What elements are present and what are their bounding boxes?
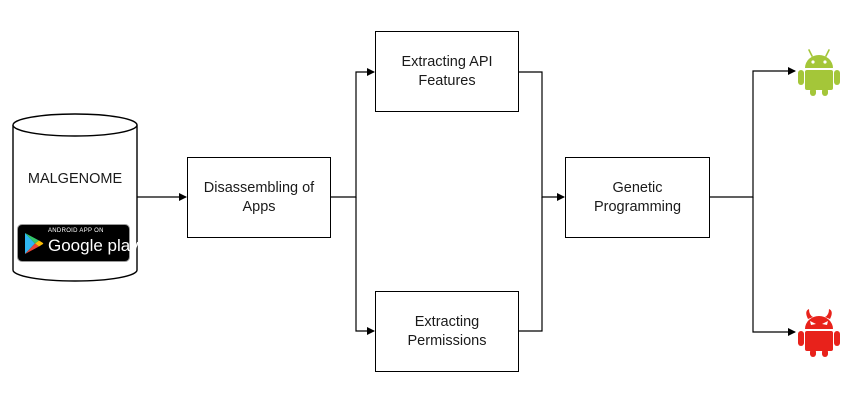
permissions-label-line2: Permissions	[407, 332, 487, 349]
connectors	[137, 67, 796, 336]
arrow-to-api	[330, 68, 375, 198]
disassemble-label-line1: Disassembling of	[203, 179, 315, 196]
disassemble-box: Disassembling of Apps	[187, 157, 331, 238]
google-play-badge: ANDROID APP ON Google play	[17, 224, 139, 262]
arrow-api-to-gp	[518, 71, 565, 201]
api-label-line2: Features	[418, 72, 476, 89]
permissions-label-line1: Extracting	[414, 313, 480, 330]
arrow-to-benign	[709, 67, 796, 198]
gp-label-line2: Programming	[593, 198, 682, 215]
extract-permissions-box: Extracting Permissions	[375, 291, 519, 372]
database-label: MALGENOME	[27, 171, 123, 187]
badge-big-text: Google play	[48, 236, 139, 255]
android-benign-icon	[798, 49, 840, 96]
arrow-to-permissions	[355, 197, 375, 335]
genetic-programming-box: Genetic Programming	[565, 157, 710, 238]
play-store-icon	[25, 233, 44, 254]
disassemble-label-line2: Apps	[242, 198, 276, 215]
android-malicious-icon	[798, 309, 840, 357]
api-label-line1: Extracting API	[401, 53, 493, 70]
extract-api-box: Extracting API Features	[375, 31, 519, 112]
gp-label-line1: Genetic	[612, 179, 663, 196]
arrow-to-malicious	[752, 197, 796, 336]
line-permissions-to-gp	[518, 197, 543, 332]
badge-small-text: ANDROID APP ON	[48, 228, 104, 234]
